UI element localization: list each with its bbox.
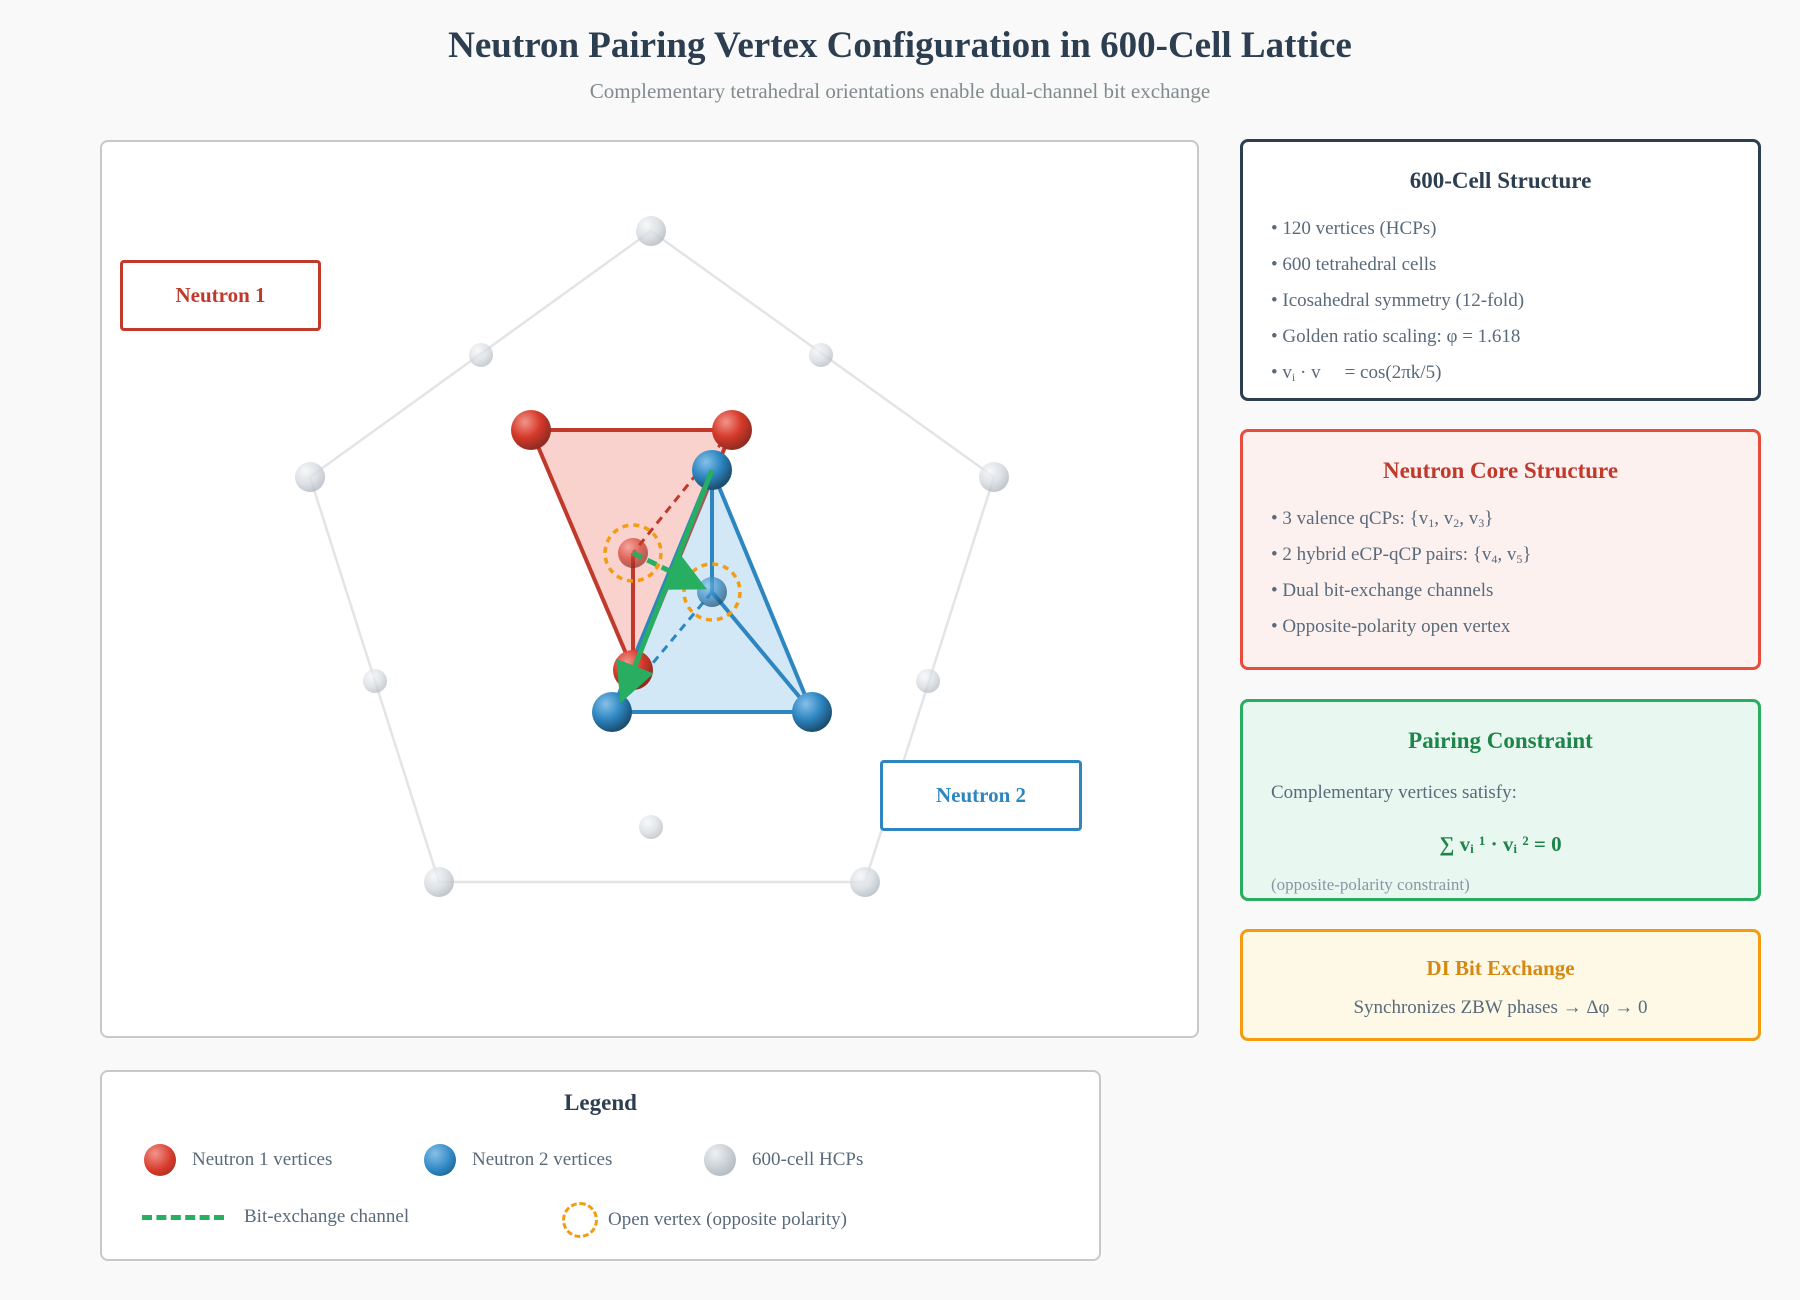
structure-box-title: 600-Cell Structure [1409,168,1592,193]
di-info-box: DI Bit Exchange Synchronizes ZBW phases … [1240,929,1761,1041]
legend: Legend Neutron 1 vertices Neutron 2 vert… [100,1070,1101,1261]
page-subtitle: Complementary tetrahedral orientations e… [589,79,1211,103]
list-item: • Golden ratio scaling: φ = 1.618 [1271,326,1521,347]
open-vertex-ring [682,562,742,622]
legend-label: Neutron 2 vertices [472,1149,613,1170]
list-text: , v [1459,508,1479,529]
neutron1-hidden-edge [631,429,734,554]
pairing-equation: ∑ vᵢ ¹ · vᵢ ² = 0 [1439,832,1562,856]
pairing-box-title: Pairing Constraint [1408,728,1593,753]
neutron2-vertex [592,692,632,732]
hcp-vertex [809,343,833,367]
core-list: • 3 valence qCPs: {v1, v2, v3} • 2 hybri… [1271,508,1532,652]
neutron2-label: Neutron 2 [880,760,1082,831]
pairing-info-box: Pairing Constraint Complementary vertice… [1240,699,1761,901]
list-text: , v [1497,544,1517,565]
neutron2-vertex [792,692,832,732]
list-text: • 3 valence qCPs: {v [1271,508,1429,529]
red-sphere-icon [144,1144,176,1176]
neutron2-edge [710,469,814,713]
legend-label: Open vertex (opposite polarity) [608,1209,848,1230]
legend-item-open-vertex: Open vertex (opposite polarity) [562,1202,847,1238]
structure-list: • 120 vertices (HCPs) • 600 tetrahedral … [1271,218,1524,398]
hcp-vertex [636,216,666,246]
hcp-vertex [639,815,663,839]
pairing-note: (opposite-polarity constraint) [1271,875,1470,894]
gray-sphere-icon [704,1144,736,1176]
list-item: • vi · v = cos(2πk/5) [1271,362,1524,398]
list-item: • Dual bit-exchange channels [1271,580,1494,601]
hcp-vertex [469,343,493,367]
hcp-vertices [295,216,1009,897]
legend-label: Neutron 1 vertices [192,1149,333,1170]
pairing-text: Complementary vertices satisfy: [1271,782,1517,803]
blue-sphere-icon [424,1144,456,1176]
lattice-diagram [295,216,1009,897]
core-box-title: Neutron Core Structure [1382,458,1619,483]
legend-item-neutron2: Neutron 2 vertices [424,1144,612,1176]
diagram-panel: Neutron 1 Neutron 2 [100,140,1199,1038]
hcp-vertex [979,462,1009,492]
neutron2-inner-vertex [697,577,727,607]
list-text: • v [1271,362,1292,383]
neutron1-vertex [511,410,551,450]
subscript: 2 [1453,516,1460,530]
neutron1-vertex [712,410,752,450]
lattice-pentagon [308,229,996,884]
legend-label: 600-cell HCPs [752,1149,864,1170]
bit-exchange-channel [631,550,707,590]
list-item: • 120 vertices (HCPs) [1271,218,1437,239]
bit-exchange-channel [616,469,715,704]
subscript: 1 [1428,516,1435,530]
legend-item-hcp: 600-cell HCPs [704,1144,863,1176]
hcp-vertex [916,669,940,693]
dashed-ring-icon [562,1202,598,1238]
hcp-vertex [295,462,325,492]
hcp-vertex [363,669,387,693]
structure-info-box: 600-Cell Structure • 120 vertices (HCPs)… [1240,139,1761,401]
open-vertex-ring [603,523,663,583]
hcp-vertex [424,867,454,897]
neutron1-edge [529,429,635,671]
legend-title: Legend [564,1090,637,1115]
page-title: Neutron Pairing Vertex Configuration in … [448,25,1352,66]
legend-label: Bit-exchange channel [244,1206,410,1227]
di-text: Synchronizes ZBW phases → Δφ → 0 [1353,997,1648,1018]
subscript: 4 [1491,552,1498,566]
list-text: , v [1434,508,1454,529]
list-text: · v [1295,362,1321,383]
core-info-box: Neutron Core Structure • 3 valence qCPs:… [1240,429,1761,670]
hcp-vertex [850,867,880,897]
legend-item-channel: Bit-exchange channel [142,1206,409,1228]
list-item: • 600 tetrahedral cells [1271,254,1437,275]
list-item: • Icosahedral symmetry (12-fold) [1271,290,1525,311]
di-box-title: DI Bit Exchange [1426,956,1575,980]
list-item: • 2 hybrid eCP-qCP pairs: {v4, v5} [1271,544,1532,580]
legend-item-neutron1: Neutron 1 vertices [144,1144,332,1176]
list-item: • 3 valence qCPs: {v1, v2, v3} [1271,508,1532,544]
list-text: } [1522,544,1532,565]
list-text: • 2 hybrid eCP-qCP pairs: {v [1271,544,1492,565]
list-text: } [1484,508,1494,529]
neutron2-edge [710,590,814,714]
subscript: 3 [1478,516,1485,530]
subscript: i [1291,370,1296,384]
neutron1-label: Neutron 1 [120,260,321,331]
subscript: 5 [1516,552,1523,566]
list-text: = cos(2πk/5) [1344,362,1442,383]
dashed-line-icon [142,1214,224,1220]
list-item: • Opposite-polarity open vertex [1271,616,1511,637]
